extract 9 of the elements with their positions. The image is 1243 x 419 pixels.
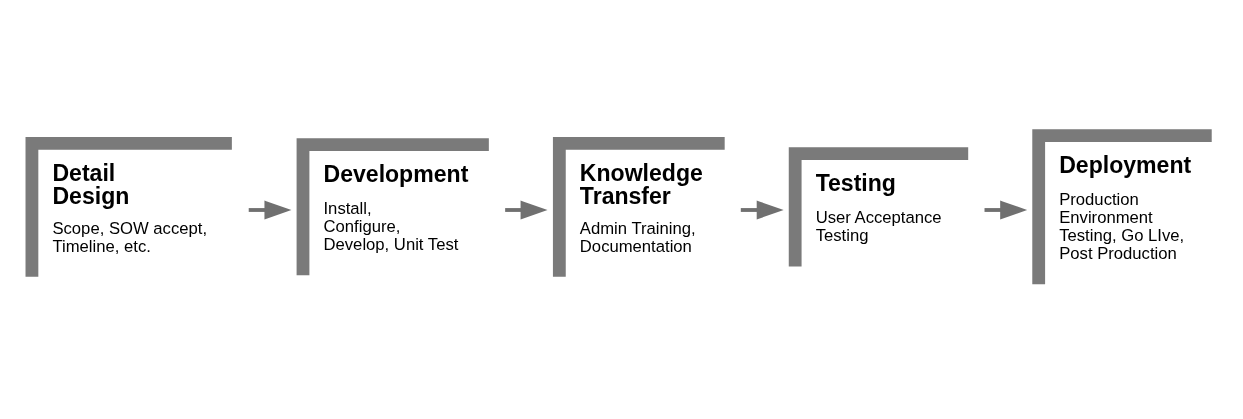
node-text: Detail Design Scope, SOW accept, Timeline, etc. bbox=[52, 159, 208, 256]
arrow bbox=[984, 200, 1028, 219]
arrow bbox=[505, 200, 548, 219]
arrow bbox=[248, 200, 292, 219]
node-text: Development Install, Configure, Develop, Unit Test bbox=[323, 160, 469, 254]
node-text: Testing User Acceptance Testing bbox=[815, 169, 942, 245]
node-text: Knowledge Transfer Admin Training, Documentation bbox=[579, 159, 703, 256]
arrow bbox=[740, 200, 784, 219]
node-text: Deployment Production Environment Testing, Go LIve, Post Production bbox=[1059, 151, 1192, 263]
